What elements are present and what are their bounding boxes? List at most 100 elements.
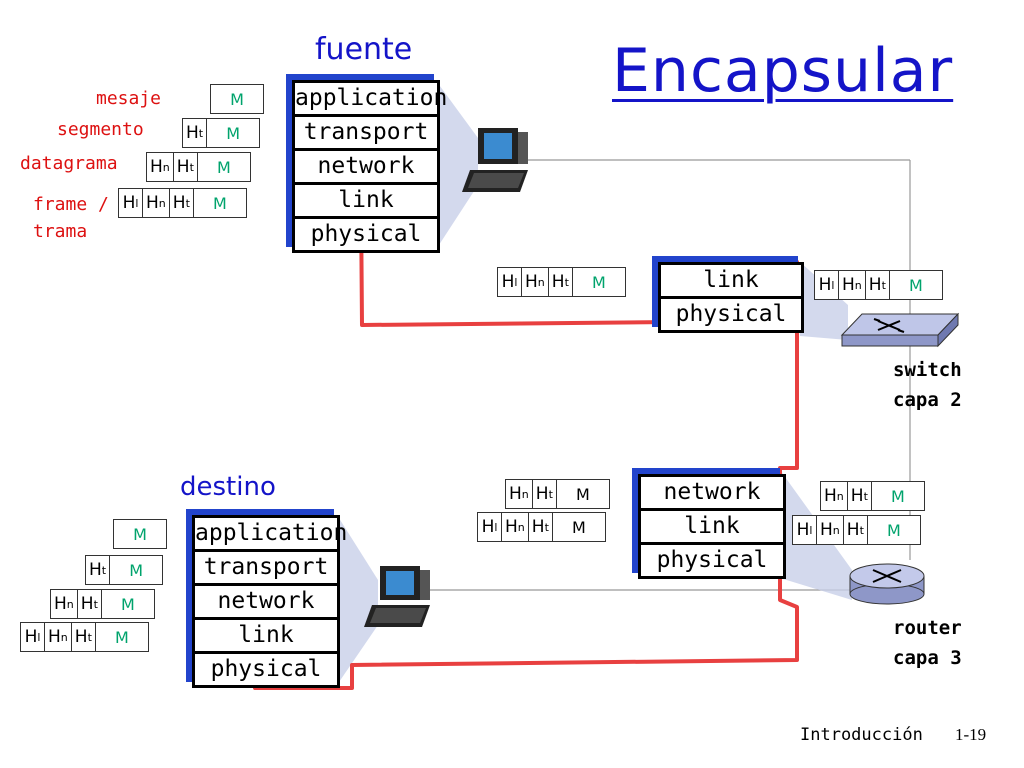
m-cell: M: [115, 627, 129, 647]
source-message-box: M: [210, 84, 264, 114]
layer-network: network: [641, 477, 783, 511]
m-cell: M: [572, 517, 586, 537]
m-cell: M: [891, 486, 905, 506]
source-protocol-stack: application transport network link physi…: [292, 80, 447, 253]
layer-transport: transport: [195, 552, 337, 586]
m-cell: M: [133, 524, 147, 544]
layer-transport: transport: [295, 117, 437, 151]
layer-application: application: [295, 83, 447, 117]
source-computer-icon: [462, 128, 528, 192]
m-cell: M: [909, 275, 923, 295]
router-label-line1: router: [893, 617, 962, 639]
router-label-line2: capa 3: [893, 647, 962, 669]
router-icon: [849, 563, 925, 605]
layer-network: network: [195, 586, 337, 620]
destination-projection: [337, 515, 378, 685]
legend-datagrama: datagrama: [20, 153, 118, 174]
m-cell: M: [129, 560, 144, 580]
layer-physical: physical: [310, 221, 422, 247]
m-cell: M: [887, 520, 901, 540]
dest-message-box: M: [113, 519, 167, 549]
footer-section: Introducción: [800, 725, 923, 745]
layer-network: network: [295, 151, 437, 185]
m-cell: M: [576, 484, 590, 504]
switch-icon: [840, 312, 960, 348]
m-cell: M: [226, 123, 241, 143]
m-cell: M: [230, 89, 244, 109]
destination-computer-icon: [364, 566, 430, 627]
layer-physical: physical: [656, 547, 768, 573]
m-cell: M: [592, 272, 606, 292]
legend-segmento: segmento: [57, 119, 144, 140]
router-protocol-stack: network link physical: [638, 474, 786, 579]
switch-label: switch capa 2: [893, 355, 962, 415]
layer-application: application: [195, 518, 347, 552]
m-cell: M: [217, 157, 231, 177]
layer-link: link: [661, 265, 801, 299]
destination-protocol-stack: application transport network link physi…: [192, 515, 347, 688]
layer-link: link: [641, 511, 783, 545]
legend-frame-line1: frame /: [33, 194, 109, 215]
layer-link: link: [195, 620, 337, 654]
legend-frame-line2: trama: [33, 221, 88, 242]
layer-physical: physical: [675, 301, 787, 327]
switch-projection: [800, 262, 848, 340]
switch-protocol-stack: link physical: [658, 262, 804, 333]
router-label: router capa 3: [893, 613, 962, 673]
m-cell: M: [121, 594, 135, 614]
source-projection: [437, 82, 478, 248]
legend-mesaje: mesaje: [96, 88, 162, 109]
footer-page-number: 1-19: [955, 725, 987, 744]
destination-label: destino: [180, 472, 276, 502]
layer-physical: physical: [210, 656, 322, 682]
layer-link: link: [295, 185, 437, 219]
legend-frame: frame / trama: [33, 191, 109, 245]
m-cell: M: [213, 193, 227, 213]
switch-label-line2: capa 2: [893, 389, 962, 411]
switch-label-line1: switch: [893, 359, 962, 381]
source-label: fuente: [315, 32, 413, 67]
slide-title: Encapsular: [612, 36, 954, 106]
